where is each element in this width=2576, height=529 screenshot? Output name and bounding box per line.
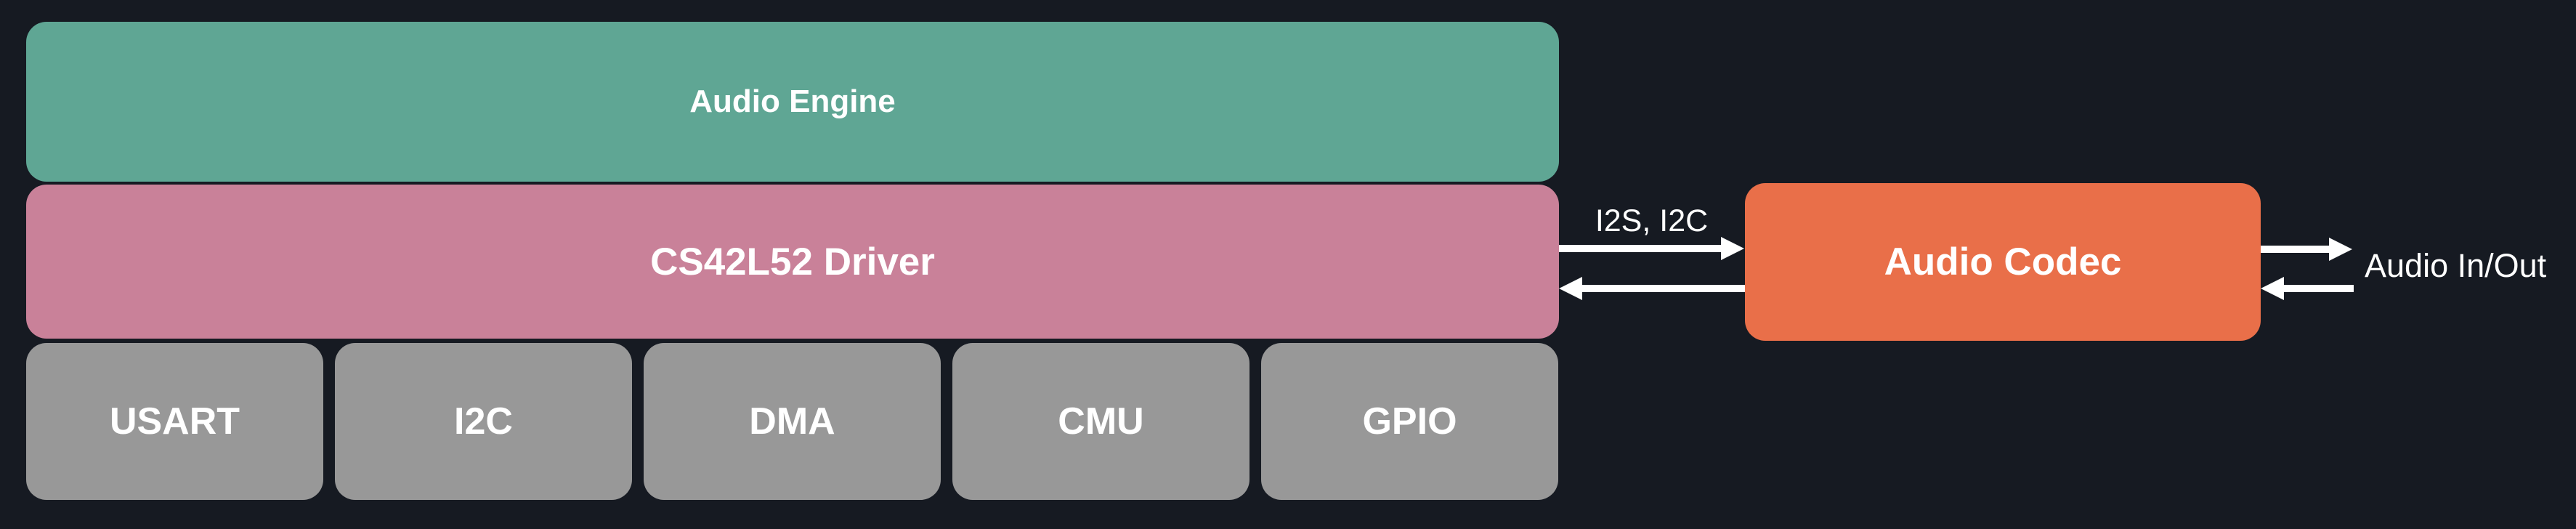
node-dma: DMA bbox=[644, 343, 941, 500]
node-audio-codec-label: Audio Codec bbox=[1884, 241, 2122, 283]
arrowhead-left-icon bbox=[2261, 277, 2284, 300]
arrow-shaft bbox=[2284, 285, 2354, 292]
edge-label-i2s-i2c: I2S, I2C bbox=[1595, 203, 1709, 238]
node-usart-label: USART bbox=[109, 400, 240, 443]
node-gpio: GPIO bbox=[1261, 343, 1558, 500]
node-audio-engine-label: Audio Engine bbox=[689, 84, 896, 119]
node-cs42l52-driver: CS42L52 Driver bbox=[26, 185, 1559, 339]
node-dma-label: DMA bbox=[749, 400, 835, 443]
arrow-shaft bbox=[1559, 245, 1721, 252]
node-cs42l52-driver-label: CS42L52 Driver bbox=[650, 240, 935, 283]
arrow-audio-in-to-codec bbox=[2261, 277, 2354, 300]
arrow-shaft bbox=[2261, 246, 2329, 253]
arrowhead-right-icon bbox=[2329, 238, 2352, 261]
node-audio-engine: Audio Engine bbox=[26, 22, 1559, 182]
arrow-codec-to-audio-out bbox=[2261, 238, 2352, 261]
arrow-shaft bbox=[1582, 285, 1745, 292]
arrow-driver-to-codec bbox=[1559, 237, 1744, 260]
arrow-codec-to-driver bbox=[1559, 277, 1745, 300]
arrowhead-left-icon bbox=[1559, 277, 1582, 300]
node-i2c-label: I2C bbox=[454, 400, 513, 443]
node-i2c: I2C bbox=[335, 343, 632, 500]
node-cmu: CMU bbox=[952, 343, 1249, 500]
edge-label-audio-in-out: Audio In/Out bbox=[2365, 247, 2547, 284]
node-audio-codec: Audio Codec bbox=[1745, 183, 2261, 341]
node-cmu-label: CMU bbox=[1058, 400, 1144, 443]
node-gpio-label: GPIO bbox=[1362, 400, 1457, 443]
node-usart: USART bbox=[26, 343, 323, 500]
arrowhead-right-icon bbox=[1721, 237, 1744, 260]
